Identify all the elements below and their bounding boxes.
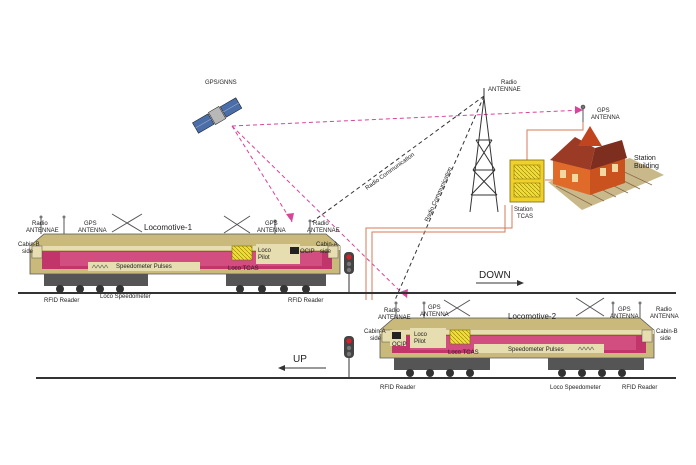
loco1-cabin-a-label-line1: Cabin-A (316, 242, 338, 248)
loco2-ocip-label: OCIP (392, 342, 407, 348)
signal-2-icon (344, 336, 354, 377)
loco2-cabin-a-label-line2: side (370, 336, 382, 342)
loco1-cabin-b-label-line2: side (22, 249, 34, 255)
loco1-speedometer-pulses-label: Speedometer Pulses (116, 264, 172, 270)
loco2-gps-label-line2: ANTENNA (420, 312, 449, 318)
locomotive-1-name: Locomotive-1 (144, 223, 193, 232)
loco2-gps-antenna-label-line1: GPS (618, 307, 631, 313)
up-arrowhead (278, 365, 285, 371)
loco2-cabin-a-label-line1: Cabin-A (364, 329, 386, 335)
station-building-icon (548, 126, 664, 210)
loco2-radio-antennae-label-line1: Radio (656, 307, 672, 313)
loco1-radio-label-line1: Radio (32, 221, 48, 227)
loco2-gps-label-line1: GPS (428, 305, 441, 311)
direction-up-label: UP (293, 354, 307, 365)
locomotive-2 (379, 297, 655, 377)
station-tcas-label-line1: Station (514, 207, 533, 213)
loco1-loco-pilot-line2: Pilot (258, 255, 270, 261)
loco2-radio-label-line2: ANTENNAE (378, 315, 411, 321)
loco2-rfid-reader-right: RFID Reader (622, 385, 657, 391)
direction-down-label: DOWN (479, 270, 511, 281)
station-gps-label-line1: GPS (597, 108, 610, 114)
loco1-rfid-reader-right: RFID Reader (288, 298, 323, 304)
loco1-cabin-a-label-line2: side (320, 249, 332, 255)
down-arrowhead (517, 280, 524, 286)
radio-tower-icon (469, 88, 499, 213)
loco2-rfid-reader-left: RFID Reader (380, 385, 415, 391)
loco1-loco-pilot-line1: Loco (258, 248, 272, 254)
station-tcas-unit (509, 159, 545, 203)
station-wiring (365, 118, 584, 300)
loco2-radio-antennae-label-line2: ANTENNA (650, 314, 679, 320)
station-tcas-label-line2: TCAS (517, 214, 533, 220)
locomotive-2-name: Locomotive-2 (508, 312, 557, 321)
loco1-rfid-reader-left: RFID Reader (44, 298, 79, 304)
station-building-label-line2: Building (634, 163, 659, 170)
loco2-cabin-b-label-line1: Cabin-B (656, 329, 678, 335)
loco2-cabin-b-label-line2: side (660, 336, 672, 342)
loco2-speedometer-pulses-label: Speedometer Pulses (508, 347, 564, 353)
loco1-radio-antennae-label-line2: ANTENNAE (307, 228, 340, 234)
loco2-gps-antenna-label-line2: ANTENNA (610, 314, 639, 320)
loco1-radio-label-line2: ANTENNAE (26, 228, 59, 234)
gps-satellite-label: GPS/GNNS (205, 80, 237, 86)
radio-comm-label-loco1: Radio Communication (365, 152, 416, 192)
locomotive-1 (29, 213, 341, 293)
loco1-loco-speedometer: Loco Speedometer (100, 294, 151, 300)
loco2-loco-pilot-line1: Loco (414, 332, 428, 338)
loco1-gps-antenna-label-line1: GPS (265, 221, 278, 227)
loco1-gps-label-line1: GPS (84, 221, 97, 227)
loco1-loco-tcas-label: Loco TCAS (228, 266, 259, 272)
gps-links (231, 109, 584, 299)
radio-comm-label-loco2: Radio Communication (424, 166, 453, 222)
loco1-ocip-label: OCIP (300, 249, 315, 255)
loco1-cabin-b-label-line1: Cabin-B (18, 242, 40, 248)
station-gps-antenna-icon (580, 104, 586, 122)
loco2-loco-pilot-line2: Pilot (414, 339, 426, 345)
loco2-loco-tcas-label: Loco TCAS (448, 350, 479, 356)
radio-tower-label-line1: Radio (501, 80, 517, 86)
radio-tower-label-line2: ANTENNAE (488, 87, 521, 93)
station-gps-label-line2: ANTENNA (591, 115, 620, 121)
station-building-label-line1: Station (634, 155, 656, 162)
satellite-icon (192, 97, 243, 134)
loco1-radio-antennae-label-line1: Radio (313, 221, 329, 227)
loco1-gps-antenna-label-line2: ANTENNA (257, 228, 286, 234)
loco2-radio-label-line1: Radio (384, 308, 400, 314)
loco1-gps-label-line2: ANTENNA (78, 228, 107, 234)
loco2-loco-speedometer: Loco Speedometer (550, 385, 601, 391)
signal-1-icon (344, 252, 354, 292)
radio-links (311, 95, 485, 301)
